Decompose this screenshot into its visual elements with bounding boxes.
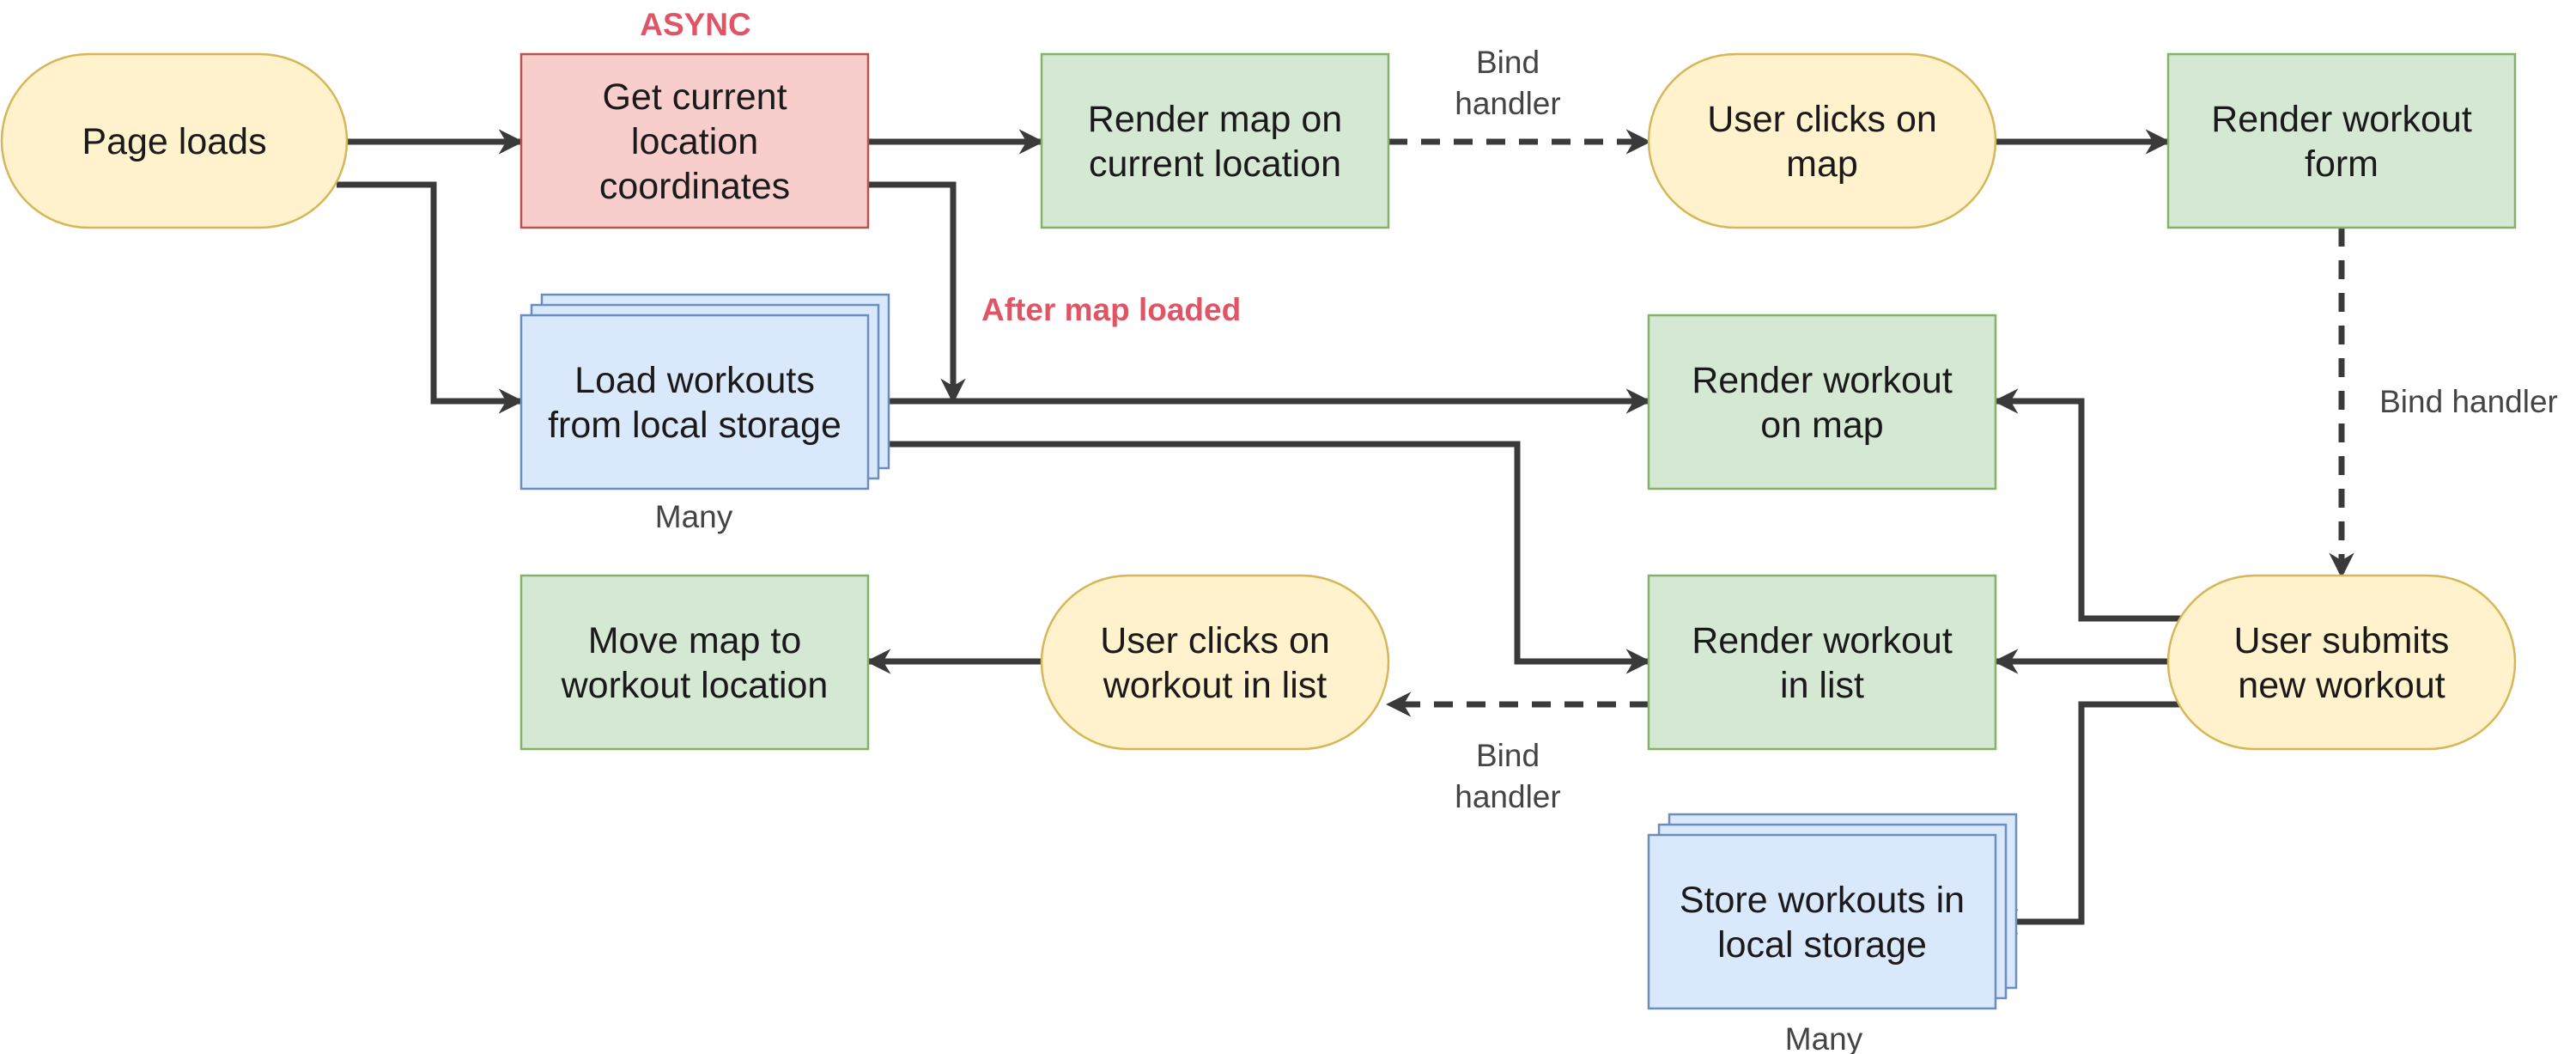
- many-load-label: Many: [655, 499, 733, 534]
- node-render-in-list-label-line-2: in list: [1780, 665, 1864, 706]
- node-render-form-label-line-1: Render workout: [2211, 99, 2472, 140]
- edge-get-location-to-load-workouts: [868, 181, 966, 404]
- node-move-map-label-line-1: Move map to: [588, 620, 802, 661]
- node-render-map-shape: [1040, 52, 1390, 229]
- node-load-workouts-label-line-1: Load workouts: [574, 360, 815, 401]
- edge-user-submits-to-store-workouts: [1993, 701, 2183, 935]
- after-map-loaded-label: After map loaded: [981, 292, 1241, 327]
- node-render-form-shape: [2166, 52, 2517, 229]
- node-render-on-map-shape: [1647, 314, 1997, 490]
- node-render-in-list-shape: [1647, 574, 1997, 751]
- node-load-workouts-shape: [519, 314, 870, 490]
- node-user-submits-label-line-1: User submits: [2234, 620, 2450, 661]
- node-render-form-label-line-2: form: [2305, 143, 2379, 185]
- node-render-map-label-line-2: current location: [1089, 143, 1341, 185]
- node-user-submits-label-line-2: new workout: [2238, 665, 2445, 706]
- node-store-workouts-label-line-2: local storage: [1717, 924, 1927, 966]
- node-get-location-shape: [519, 52, 870, 229]
- bind-handler-top-label-line1: Bind: [1476, 45, 1540, 80]
- edge-page-loads-to-load-workouts: [337, 181, 524, 414]
- node-page-loads: Page loads: [0, 52, 349, 229]
- node-store-workouts-label-line-1: Store workouts in: [1680, 880, 1965, 921]
- node-get-location-label-line-2: location: [631, 121, 758, 162]
- node-page-loads-label-line-1: Page loads: [82, 121, 266, 162]
- node-get-location-label-line-3: coordinates: [599, 166, 790, 207]
- many-store-label: Many: [1785, 1021, 1863, 1054]
- node-render-on-map-label-line-2: on map: [1760, 405, 1883, 446]
- nodes-layer: Page loads Get currentlocationcoordinates…: [0, 52, 2517, 1010]
- node-move-map-shape: [519, 574, 870, 751]
- node-render-on-map-label-line-1: Render workout: [1692, 360, 1953, 401]
- labels-layer: ASYNC After map loaded Bind handler Bind…: [640, 7, 2558, 1054]
- node-render-in-list-label-line-1: Render workout: [1692, 620, 1953, 661]
- node-render-map-label-line-1: Render map on: [1088, 99, 1342, 140]
- bind-handler-bottom-label-line2: handler: [1455, 779, 1560, 814]
- edge-user-submits-to-render-on-map: [1993, 388, 2183, 622]
- node-user-clicks-map-label-line-2: map: [1786, 143, 1858, 185]
- edges-layer: [337, 129, 2354, 935]
- node-page-loads-shape: [0, 52, 349, 229]
- node-user-submits-shape: [2166, 574, 2517, 751]
- bind-handler-right-label: Bind handler: [2379, 384, 2558, 419]
- bind-handler-top-label-line2: handler: [1455, 86, 1560, 121]
- node-move-map-label-line-2: workout location: [561, 665, 829, 706]
- node-load-workouts-label-line-2: from local storage: [548, 405, 841, 446]
- edge-load-workouts-to-render-in-list: [868, 441, 1651, 674]
- node-user-clicks-map-label-line-1: User clicks on: [1707, 99, 1937, 140]
- node-user-clicks-workout-label-line-1: User clicks on: [1100, 620, 1330, 661]
- bind-handler-bottom-label-line1: Bind: [1476, 738, 1540, 773]
- node-user-clicks-workout-shape: [1040, 574, 1390, 751]
- node-user-clicks-map-shape: [1647, 52, 1997, 229]
- node-user-clicks-workout-label-line-2: workout in list: [1103, 665, 1327, 706]
- async-label: ASYNC: [640, 7, 751, 42]
- node-store-workouts-shape: [1647, 833, 1997, 1010]
- node-get-location-label-line-1: Get current: [602, 76, 787, 118]
